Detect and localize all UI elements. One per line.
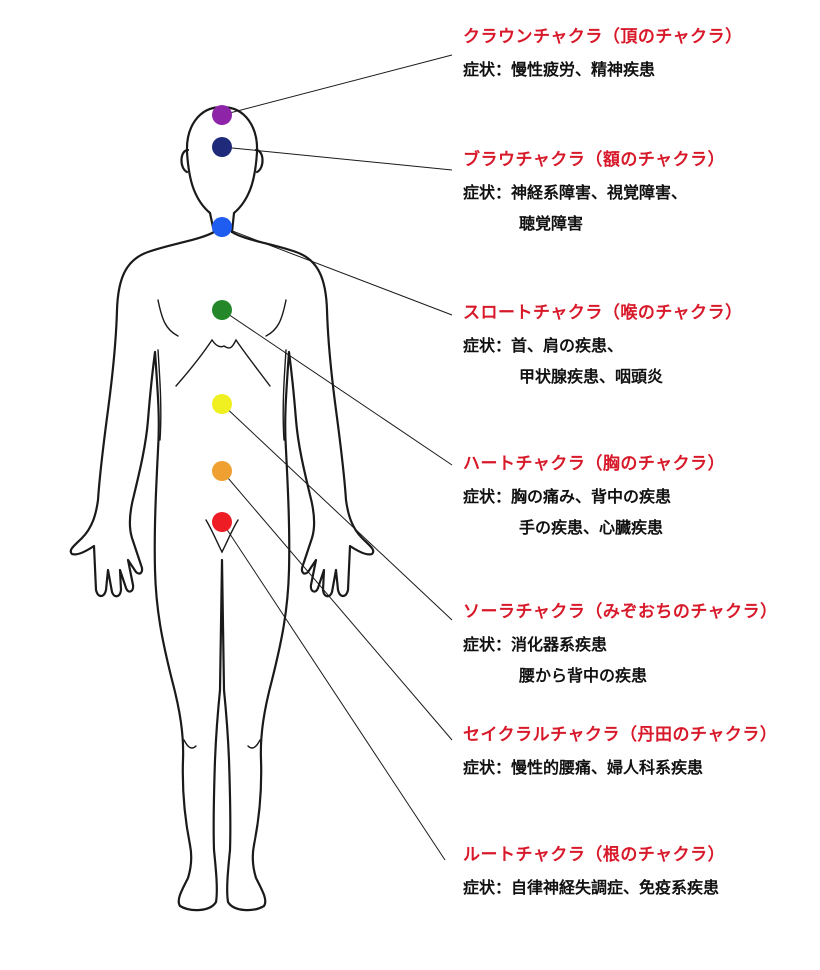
ribcage-line [175, 338, 271, 387]
leader-solar [221, 403, 453, 621]
chakra-title-solar: ソーラチャクラ（みぞおちのチャクラ） [463, 602, 778, 622]
chakra-symptoms-throat: 症状：首、肩の疾患、 甲状腺疾患、咽頭炎 [463, 336, 820, 387]
symptom-text: 首、肩の疾患、 [511, 336, 624, 355]
chakra-title-root: ルートチャクラ（根のチャクラ） [463, 845, 726, 865]
symptom-text: 神経系障害、視覚障害、 [511, 183, 688, 202]
chakra-label-heart: ハートチャクラ（胸のチャクラ） 症状：胸の痛み、背中の疾患 手の疾患、心臓疾患 [463, 453, 820, 538]
chakra-symptoms-sacral: 症状：慢性的腰痛、婦人科系疾患 [463, 758, 820, 778]
chakra-label-crown: クラウンチャクラ（頂のチャクラ） 症状：慢性疲労、精神疾患 [463, 26, 820, 80]
symptom-line: 甲状腺疾患、咽頭炎 [519, 367, 664, 386]
chakra-symptoms-root: 症状：自律神経失調症、免疫系疾患 [463, 878, 820, 898]
chakra-symptoms-heart: 症状：胸の痛み、背中の疾患 手の疾患、心臓疾患 [463, 487, 820, 538]
symptom-line: 腰から背中の疾患 [519, 666, 648, 685]
chakra-label-root: ルートチャクラ（根のチャクラ） 症状：自律神経失調症、免疫系疾患 [463, 844, 820, 898]
leader-crown [221, 54, 453, 116]
chakra-label-brow: ブラウチャクラ（額のチャクラ） 症状：神経系障害、視覚障害、 聴覚障害 [463, 149, 820, 234]
chakra-label-throat: スロートチャクラ（喉のチャクラ） 症状：首、肩の疾患、 甲状腺疾患、咽頭炎 [463, 302, 820, 387]
symptom-prefix: 症状： [463, 878, 512, 897]
symptom-line: 手の疾患、心臓疾患 [519, 518, 664, 537]
chakra-title-heart: ハートチャクラ（胸のチャクラ） [463, 454, 726, 474]
body-silhouette [69, 230, 375, 912]
leader-lines [221, 54, 453, 861]
symptom-line: 症状：消化器系疾患 [463, 635, 820, 655]
left-ear [180, 148, 190, 174]
symptom-line: 症状：慢性的腰痛、婦人科系疾患 [463, 758, 820, 778]
symptom-line: 症状：胸の痛み、背中の疾患 [463, 487, 820, 507]
chakra-dot-heart [212, 300, 232, 320]
right-side-line [282, 349, 287, 441]
chakra-label-solar: ソーラチャクラ（みぞおちのチャクラ） 症状：消化器系疾患 腰から背中の疾患 [463, 601, 820, 686]
leader-root [221, 521, 446, 861]
chakra-dot-brow [212, 137, 232, 157]
symptom-prefix: 症状： [463, 336, 512, 355]
chakra-label-sacral: セイクラルチャクラ（丹田のチャクラ） 症状：慢性的腰痛、婦人科系疾患 [463, 724, 820, 778]
chakra-dot-solar [212, 394, 232, 414]
chakra-title-brow: ブラウチャクラ（額のチャクラ） [463, 150, 726, 170]
symptom-line: 症状：慢性疲労、精神疾患 [463, 60, 820, 80]
leader-sacral [221, 470, 453, 741]
groin-line [205, 519, 239, 554]
symptom-prefix: 症状： [463, 183, 512, 202]
symptom-prefix: 症状： [463, 487, 512, 506]
symptom-prefix: 症状： [463, 60, 512, 79]
left-knee [183, 739, 197, 749]
chakra-dot-root [212, 512, 232, 532]
chakra-dots [212, 105, 232, 532]
chakra-dot-throat [212, 217, 232, 237]
leader-heart [221, 309, 453, 466]
symptom-text: 自律神経失調症、免疫系疾患 [511, 878, 720, 897]
symptom-prefix: 症状： [463, 758, 512, 777]
symptom-prefix: 症状： [463, 635, 512, 654]
chakra-symptoms-crown: 症状：慢性疲労、精神疾患 [463, 60, 820, 80]
chakra-symptoms-brow: 症状：神経系障害、視覚障害、 聴覚障害 [463, 183, 820, 234]
symptom-text: 消化器系疾患 [511, 635, 608, 654]
symptom-line: 症状：自律神経失調症、免疫系疾患 [463, 878, 820, 898]
chakra-title-sacral: セイクラルチャクラ（丹田のチャクラ） [463, 725, 778, 745]
chest-right-line [265, 299, 287, 337]
chakra-title-throat: スロートチャクラ（喉のチャクラ） [463, 303, 743, 323]
chest-left-line [157, 299, 179, 337]
head-outline [185, 105, 259, 234]
right-knee [247, 739, 261, 749]
leader-throat [221, 226, 453, 316]
symptom-text: 慢性的腰痛、婦人科系疾患 [511, 758, 704, 777]
chakra-symptoms-solar: 症状：消化器系疾患 腰から背中の疾患 [463, 635, 820, 686]
symptom-line: 症状：首、肩の疾患、 [463, 336, 820, 356]
human-body-outline [69, 105, 375, 912]
symptom-text: 慢性疲労、精神疾患 [511, 60, 656, 79]
left-side-line [157, 349, 162, 441]
symptom-line: 聴覚障害 [519, 214, 584, 233]
symptom-line: 症状：神経系障害、視覚障害、 [463, 183, 820, 203]
chakra-title-crown: クラウンチャクラ（頂のチャクラ） [463, 27, 743, 47]
chakra-dot-sacral [212, 461, 232, 481]
symptom-text: 胸の痛み、背中の疾患 [511, 487, 672, 506]
chakra-dot-crown [212, 105, 232, 125]
leader-brow [221, 146, 453, 171]
